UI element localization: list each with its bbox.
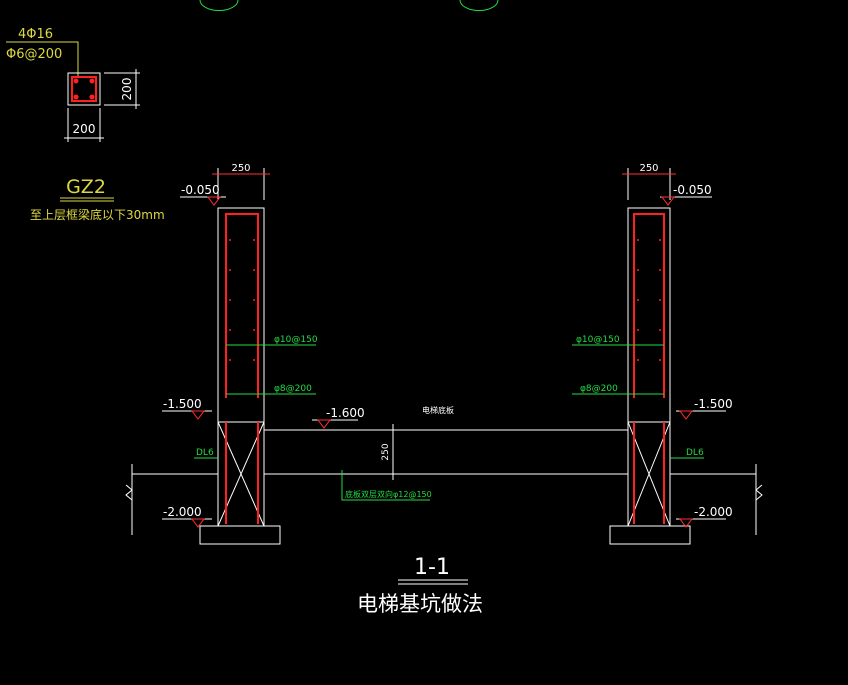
break-mark <box>125 484 133 501</box>
gz2-note: 至上层框梁底以下30mm <box>30 207 165 222</box>
level-marker <box>191 410 205 420</box>
gz2-stirrup: Φ6@200 <box>6 47 62 62</box>
right-level-top: -0.050 <box>673 183 712 197</box>
level-marker <box>679 518 693 528</box>
level-marker <box>661 196 675 206</box>
left-rebar-vertical: φ10@150 <box>274 335 318 345</box>
left-wall: 250 -0.050 φ10@150 φ8@200 -1.500 <box>162 163 318 545</box>
gz2-column-outline <box>67 72 101 106</box>
gz2-title: GZ2 <box>66 176 106 198</box>
right-wall-dim-width: 250 <box>639 163 658 174</box>
pit-slab-rebar: 底板双层双向φ12@150 <box>345 489 432 499</box>
right-rebar-vertical: φ10@150 <box>576 335 620 345</box>
right-level-mid: -1.500 <box>694 397 733 411</box>
pit-slab: -1.600 电梯底板 250 底板双层双向φ12@150 <box>264 405 628 501</box>
gz2-stirrup-loop <box>71 76 97 102</box>
right-wall: 250 -0.050 φ10@150 φ8@200 -1.500 DL6 -2.… <box>572 163 733 545</box>
right-beam-label: DL6 <box>686 448 704 458</box>
gz2-section-detail: 4Φ16 Φ6@200 200 200 GZ2 至上层框梁底以下30mm <box>6 27 165 222</box>
left-level-mid: -1.500 <box>163 397 202 411</box>
right-rebar-horizontal: φ8@200 <box>580 384 618 394</box>
pit-slab-thickness: 250 <box>381 443 391 460</box>
section-title: 电梯基坑做法 <box>357 592 483 616</box>
left-rebar-horizontal: φ8@200 <box>274 384 312 394</box>
gz2-rebar-dot <box>73 94 79 100</box>
right-level-bottom: -2.000 <box>694 505 733 519</box>
section-number: 1-1 <box>414 555 450 580</box>
section-title-block: 1-1 电梯基坑做法 <box>357 555 483 616</box>
level-marker <box>317 419 331 429</box>
gz2-rebar-dot <box>89 78 95 84</box>
gz2-leader-line <box>6 41 79 76</box>
gz2-rebar-dot <box>73 78 79 84</box>
gz2-dim-height: 200 <box>120 78 134 101</box>
level-marker <box>207 196 221 206</box>
left-level-bottom: -2.000 <box>163 505 202 519</box>
left-beam-label: DL6 <box>196 448 214 458</box>
top-circle-left <box>199 0 239 12</box>
pit-level: -1.600 <box>326 406 365 420</box>
ground-lines <box>125 464 763 535</box>
level-marker <box>191 518 205 528</box>
pit-floor-label: 电梯底板 <box>422 405 454 415</box>
level-marker <box>679 410 693 420</box>
gz2-main-rebar: 4Φ16 <box>18 27 53 42</box>
gz2-rebar-dot <box>89 94 95 100</box>
top-circle-right <box>459 0 499 12</box>
gz2-dim-width: 200 <box>73 122 96 136</box>
break-mark <box>755 484 763 501</box>
left-level-top: -0.050 <box>181 183 220 197</box>
left-wall-dim-width: 250 <box>231 163 250 174</box>
